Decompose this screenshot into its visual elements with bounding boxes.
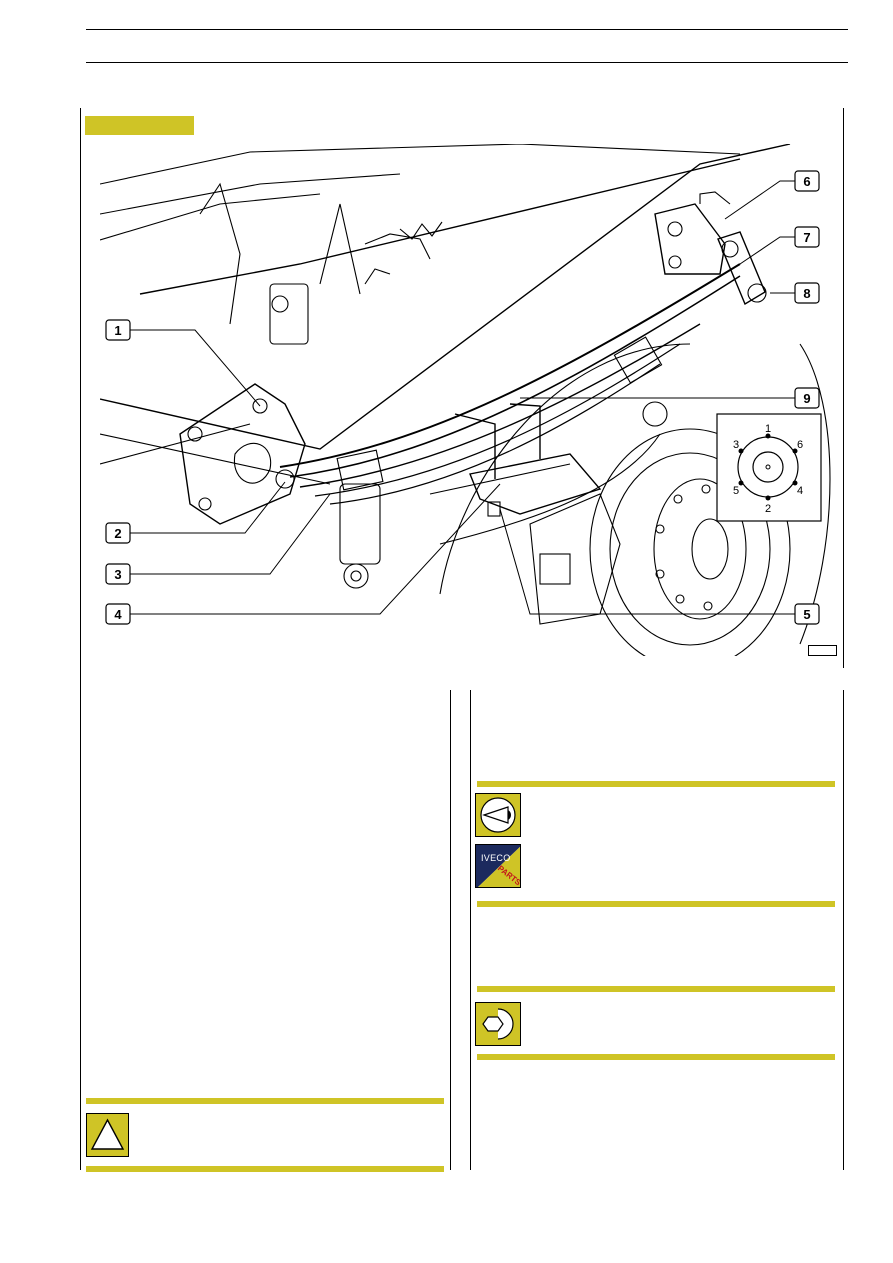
callout-4: 4 [114, 607, 122, 622]
tightening-sequence-inset: 1 2 3 4 5 6 [716, 413, 822, 522]
sequence-4: 4 [797, 485, 803, 497]
callout-8: 8 [803, 286, 810, 301]
iveco-label: IVECO [481, 853, 511, 863]
sequence-2: 2 [765, 503, 771, 515]
iveco-parts-icon: IVECO PARTS [475, 844, 521, 888]
callout-3: 3 [114, 567, 121, 582]
sequence-1: 1 [765, 423, 771, 435]
callout-7: 7 [803, 230, 810, 245]
sequence-6: 6 [797, 439, 803, 451]
warning-triangle-icon [86, 1113, 129, 1157]
figure-reference-box [808, 645, 837, 656]
header-rule-top [86, 29, 848, 30]
figure-number-tag [85, 116, 194, 135]
left-margin-line [80, 108, 81, 1170]
column-divider-right [470, 690, 471, 1170]
tightening-nut-icon [475, 1002, 521, 1046]
left-bar-2 [86, 1166, 444, 1172]
callout-9: 9 [803, 391, 810, 406]
right-bar-4 [477, 1054, 835, 1060]
callout-1: 1 [114, 323, 121, 338]
callout-2: 2 [114, 526, 121, 541]
sequence-5: 5 [733, 485, 739, 497]
header-rule-bottom [86, 62, 848, 63]
column-divider-left [450, 690, 451, 1170]
right-bar-2 [477, 901, 835, 907]
right-bar-1 [477, 781, 835, 787]
right-column-margin-line [843, 690, 844, 1170]
callout-5: 5 [803, 607, 810, 622]
leaf-spring-suspension-figure: 1 2 3 4 5 6 7 8 9 1 2 3 4 5 6 [100, 144, 831, 656]
sequence-3: 3 [733, 439, 739, 451]
right-margin-line [843, 108, 844, 668]
callout-6: 6 [803, 174, 810, 189]
right-bar-3 [477, 986, 835, 992]
left-bar-1 [86, 1098, 444, 1104]
visual-inspection-icon [475, 793, 521, 837]
